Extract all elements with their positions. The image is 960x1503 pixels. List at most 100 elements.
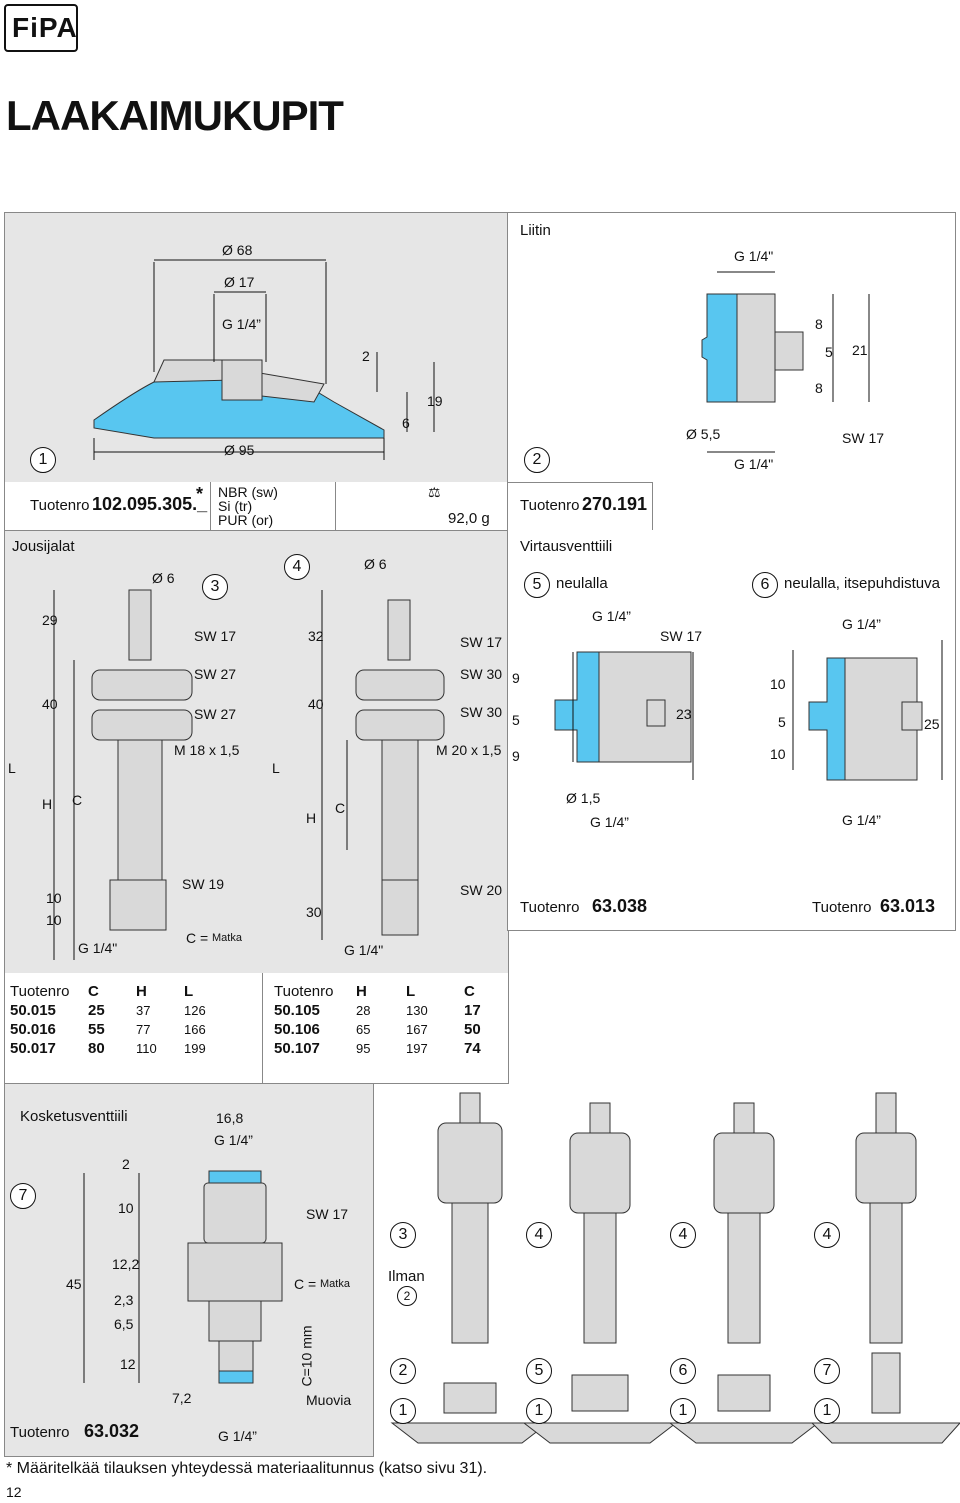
p5-v5: 5 (512, 712, 520, 728)
p5-v9b: 9 (512, 748, 520, 764)
p6-g14-bot: G 1/4” (842, 812, 881, 828)
th-c: C (464, 983, 475, 1000)
cell: 50.017 (10, 1040, 56, 1057)
liitin-sw17: SW 17 (842, 430, 885, 446)
assembly1-ilman-number: 2 (397, 1286, 417, 1306)
k-v65: 6,5 (114, 1316, 134, 1332)
page-title: LAAKAIMUKUPIT (6, 92, 344, 139)
k-product-code: 63.032 (84, 1421, 140, 1441)
assembly3-bot-number: 1 (670, 1398, 696, 1424)
k-v10: 10 (118, 1200, 134, 1216)
dim-v6: 6 (402, 415, 410, 431)
cell: 74 (464, 1040, 481, 1057)
k-v23: 2,3 (114, 1292, 134, 1308)
assembly-3 (668, 1102, 820, 1444)
part-number-4: 4 (284, 554, 310, 580)
part-number-1: 1 (30, 447, 56, 473)
liitin-g14-bot: G 1/4" (734, 456, 774, 472)
product-box-1 (4, 482, 509, 531)
cell: 65 (356, 1022, 371, 1037)
assembly4-mid-number: 7 (814, 1358, 840, 1384)
p6-product-code: 63.013 (880, 896, 936, 916)
product-code-1: 102.095.305._ (92, 494, 208, 514)
asterisk: * (196, 484, 204, 504)
assembly-1 (390, 1092, 550, 1444)
p3-sw27a: SW 27 (194, 666, 237, 682)
p3-v10b: 10 (46, 912, 62, 928)
k-v2: 2 (122, 1156, 130, 1172)
p4-H: H (306, 810, 317, 826)
cell: 199 (184, 1041, 206, 1056)
k-v12: 12 (120, 1356, 136, 1372)
weight-value: 92,0 g (448, 510, 490, 527)
jousijalat-title: Jousijalat (12, 538, 75, 555)
k-product-label: Tuotenro (10, 1424, 70, 1441)
k-c10: C=10 mm (298, 1325, 315, 1387)
liitin-v8b: 8 (815, 380, 823, 396)
product-box-2 (507, 482, 653, 531)
th-tuotenro: Tuotenro (10, 983, 70, 1000)
liitin-d55: Ø 5,5 (686, 426, 721, 442)
k-g14-top: G 1/4” (214, 1132, 253, 1148)
p6-v5: 5 (778, 714, 786, 730)
p4-sw30a: SW 30 (460, 666, 503, 682)
divider (210, 482, 211, 530)
p3-sw27b: SW 27 (194, 706, 237, 722)
p3-v29: 29 (42, 612, 58, 628)
virtaus-title: Virtausventtiili (520, 538, 613, 555)
suction-cup-drawing (93, 259, 435, 460)
table-box-3 (4, 973, 264, 1084)
p6-label: neulalla, itsepuhdistuva (784, 575, 940, 592)
p3-d6: Ø 6 (152, 570, 175, 586)
p6-product-label: Tuotenro (812, 899, 872, 916)
p6-g14-top: G 1/4” (842, 616, 881, 632)
th-h: H (356, 983, 367, 1000)
cell: 110 (136, 1041, 157, 1056)
p6-v10b: 10 (770, 746, 786, 762)
assembly4-bot-number: 1 (814, 1398, 840, 1424)
flow-valve-drawing (554, 640, 943, 781)
table-header: Tuotenro H L C (270, 982, 508, 1001)
assembly-2 (522, 1102, 678, 1444)
p4-sw17: SW 17 (460, 634, 503, 650)
part-number-3: 3 (202, 574, 228, 600)
th-c: C (88, 983, 99, 1000)
dim-d17: Ø 17 (224, 274, 255, 290)
p4-v30: 30 (306, 904, 322, 920)
p5-product-code: 63.038 (592, 896, 648, 916)
spring-feet-drawing (53, 589, 445, 960)
assembly4-top-number: 4 (814, 1222, 840, 1248)
part-number-7: 7 (10, 1183, 36, 1209)
product-label-1: Tuotenro (30, 497, 90, 514)
cell: 55 (88, 1021, 105, 1038)
cell: 50 (464, 1021, 481, 1038)
p5-v23: 23 (676, 706, 692, 722)
material-si: Si (tr) (218, 498, 253, 514)
cell: 50.107 (274, 1040, 320, 1057)
p3-sw19: SW 19 (182, 876, 225, 892)
product-code-2: 270.191 (582, 494, 648, 514)
k-c-value: Matka (320, 1278, 350, 1290)
cell: 28 (356, 1003, 371, 1018)
k-w168: 16,8 (216, 1110, 244, 1126)
cell: 17 (464, 1002, 481, 1019)
panel-suction-cup (4, 212, 509, 484)
th-l: L (184, 983, 194, 1000)
p3-v40: 40 (42, 696, 58, 712)
liitin-v8a: 8 (815, 316, 823, 332)
divider (335, 482, 336, 530)
liitin-v5: 5 (825, 344, 833, 360)
page-number: 12 (6, 1484, 22, 1500)
assemblies-drawing (390, 1092, 960, 1444)
material-nbr: NBR (sw) (218, 484, 278, 500)
touch-valve-drawing (83, 1170, 283, 1384)
p4-sw20: SW 20 (460, 882, 503, 898)
material-pur: PUR (or) (218, 512, 274, 528)
p3-C: C (72, 792, 83, 808)
p4-d6: Ø 6 (364, 556, 387, 572)
k-c-label: C = (294, 1276, 317, 1292)
cell: 130 (406, 1003, 428, 1018)
